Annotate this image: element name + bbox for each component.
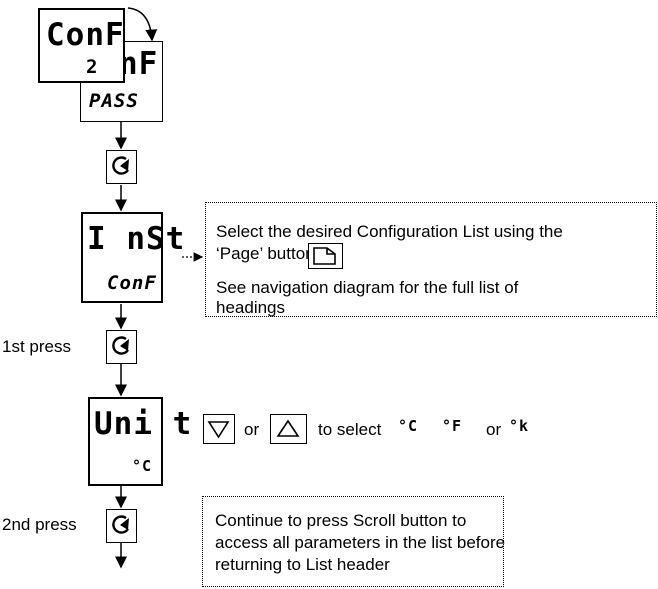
display-conf-back-bottom: PASS bbox=[89, 90, 139, 112]
scroll-button[interactable] bbox=[106, 150, 137, 184]
unit-option-c: °C bbox=[398, 417, 419, 435]
display-inst: I nSt ConF bbox=[81, 212, 184, 303]
label-first-press: 1st press bbox=[2, 337, 71, 356]
display-inst-bottom: ConF bbox=[107, 272, 157, 294]
note-select-list-line1: Select the desired Configuration List us… bbox=[216, 222, 563, 241]
display-inst-top: I nSt bbox=[87, 221, 186, 257]
label-second-press: 2nd press bbox=[2, 515, 77, 534]
display-conf-front-bottom: 2 bbox=[86, 56, 99, 78]
unit-row-or-1: or bbox=[244, 420, 260, 439]
note-continue-line2: access all parameters in the list before bbox=[215, 533, 506, 552]
display-unit-bottom: °C bbox=[132, 457, 153, 475]
scroll-button-second-press[interactable] bbox=[106, 509, 137, 543]
up-arrow-icon bbox=[276, 419, 300, 437]
display-unit-top: Uni t bbox=[94, 406, 193, 442]
note-continue: Continue to press Scroll button to acces… bbox=[202, 496, 506, 587]
unit-option-k: °k bbox=[509, 417, 530, 435]
down-button[interactable] bbox=[203, 414, 235, 444]
display-conf-front: ConF 2 bbox=[38, 8, 125, 83]
scroll-icon bbox=[112, 515, 129, 534]
note-navigation-line2: headings bbox=[216, 298, 286, 317]
scroll-icon bbox=[112, 156, 129, 175]
display-conf-front-top: ConF bbox=[46, 17, 125, 53]
unit-option-f: °F bbox=[442, 417, 463, 435]
page-button[interactable] bbox=[308, 243, 343, 269]
note-continue-line3: returning to List header bbox=[215, 555, 390, 574]
display-conf-back-top: nF bbox=[119, 46, 159, 82]
display-unit: Uni t °C bbox=[88, 397, 191, 486]
page-icon bbox=[313, 247, 336, 265]
scroll-button-first-press[interactable] bbox=[106, 330, 137, 364]
note-navigation-line1: See navigation diagram for the full list… bbox=[216, 278, 519, 297]
down-arrow-icon bbox=[207, 421, 230, 439]
unit-row-or-2: or bbox=[486, 420, 502, 439]
note-select-list: Select the desired Configuration List us… bbox=[205, 202, 657, 317]
scroll-icon bbox=[112, 336, 129, 355]
curved-arrow bbox=[127, 7, 158, 42]
unit-row-select-text: to select bbox=[318, 420, 382, 439]
up-button[interactable] bbox=[270, 414, 307, 444]
note-select-list-line2: ‘Page’ button bbox=[216, 244, 315, 263]
note-continue-line1: Continue to press Scroll button to bbox=[215, 511, 467, 530]
